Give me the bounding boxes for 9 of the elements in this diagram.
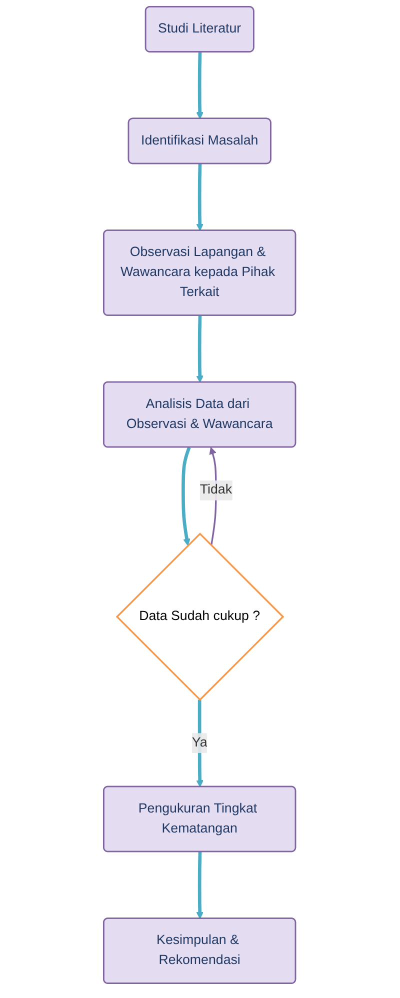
- arrow: [196, 852, 204, 919]
- arrow: [196, 52, 204, 120]
- arrow: [196, 316, 204, 383]
- arrow: [182, 446, 192, 546]
- edge-label: Ya: [192, 736, 208, 750]
- node-diamond: Data Sudah cukup ?: [116, 532, 285, 701]
- arrow: [196, 700, 204, 788]
- edge-label: Tidak: [200, 482, 232, 498]
- arrow: [196, 164, 204, 231]
